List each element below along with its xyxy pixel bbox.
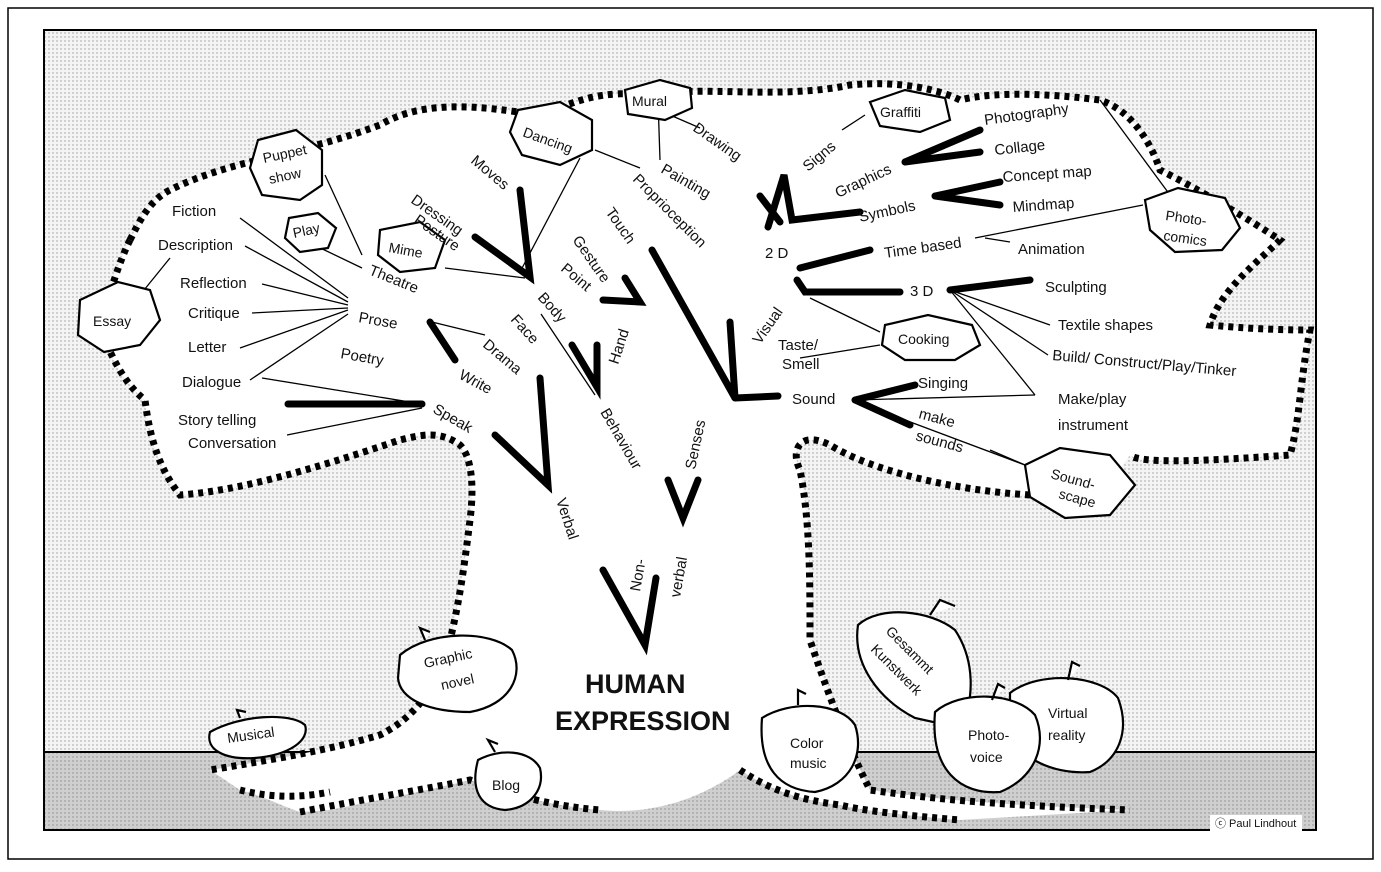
fruit-virtual-label-2: reality: [1048, 727, 1085, 743]
bubble-mime: [376, 220, 447, 274]
label-fiction: Fiction: [172, 203, 216, 220]
label-2d: 2 D: [765, 245, 789, 262]
label-sound: Sound: [792, 391, 835, 408]
fruit-virtual-label-1: Virtual: [1048, 705, 1087, 721]
label-letter: Letter: [188, 339, 226, 356]
label-concept-map: Concept map: [1002, 163, 1092, 186]
bubble-photo-comics-label-1: Photo-: [1165, 207, 1208, 229]
bubble-graffiti: [868, 88, 952, 134]
thick-branches: [284, 126, 1034, 656]
fruit-color-music: [760, 688, 860, 794]
label-description: Description: [158, 237, 233, 254]
label-non-2: verbal: [667, 556, 691, 599]
label-sculpting: Sculpting: [1045, 279, 1107, 296]
label-dialogue: Dialogue: [182, 374, 241, 391]
credit-label: ⓒ Paul Lindhout: [1215, 817, 1296, 830]
bubble-cooking-label: Cooking: [898, 331, 949, 347]
bubble-graffiti-label: Graffiti: [880, 104, 921, 120]
fruit-musical-label: Musical: [226, 724, 275, 746]
bubble-mural: [623, 78, 694, 122]
bubble-cooking: [880, 313, 982, 362]
bubble-soundscape: [1023, 446, 1137, 520]
bubble-mime-label: Mime: [387, 239, 424, 261]
fruit-photovoice-label-1: Photo-: [968, 727, 1010, 743]
credit-box: [1210, 815, 1302, 831]
label-textile: Textile shapes: [1058, 317, 1153, 334]
label-animation: Animation: [1018, 241, 1085, 258]
fruit-graphic-label-2: novel: [439, 670, 475, 693]
bubble-photo-comics: [1143, 186, 1242, 254]
fruit-photovoice-label-2: voice: [970, 749, 1003, 765]
label-taste: Taste/: [778, 337, 819, 354]
inner-frame: [43, 29, 1317, 831]
fruit-color-label-2: music: [790, 755, 827, 771]
fruit-graphic-novel: [396, 626, 518, 714]
bubble-dancing: [508, 100, 594, 167]
label-make-play: Make/play: [1058, 391, 1127, 408]
title-line-2: EXPRESSION: [555, 706, 731, 736]
bubble-puppet-show: [248, 128, 324, 202]
label-3d: 3 D: [910, 283, 934, 300]
bubble-photo-comics-label-2: comics: [1163, 227, 1208, 249]
label-non-1: Non-: [627, 558, 649, 593]
label-instrument: instrument: [1058, 417, 1129, 434]
label-critique: Critique: [188, 305, 240, 322]
tree-outline: [96, 80, 1315, 824]
fruit-photovoice: [933, 682, 1042, 794]
bubble-play: [283, 211, 338, 254]
label-singing: Singing: [918, 375, 968, 392]
label-story-telling: Story telling: [178, 412, 256, 429]
bubble-mural-label: Mural: [632, 93, 667, 109]
fruit-blog-label: Blog: [492, 777, 520, 793]
bubble-play-label: Play: [291, 220, 321, 241]
label-conversation: Conversation: [188, 435, 276, 452]
fruit-color-label-1: Color: [790, 735, 824, 751]
fruit-blog: [474, 737, 543, 812]
bubbles: [76, 78, 1242, 520]
bubble-essay: [76, 280, 162, 354]
label-collage: Collage: [994, 137, 1046, 159]
label-prose: Prose: [357, 309, 399, 333]
title-line-1: HUMAN: [585, 669, 686, 699]
fruit-gesammt-kunstwerk: [856, 598, 972, 730]
bubble-essay-label: Essay: [93, 313, 131, 329]
thin-branches: [139, 99, 1171, 466]
fruits: [208, 598, 1125, 812]
fruit-musical: [208, 708, 307, 760]
bubble-puppet-label-2: show: [267, 164, 303, 187]
label-reflection: Reflection: [180, 275, 247, 292]
label-smell: Smell: [782, 356, 820, 373]
label-mindmap: Mindmap: [1012, 195, 1075, 216]
